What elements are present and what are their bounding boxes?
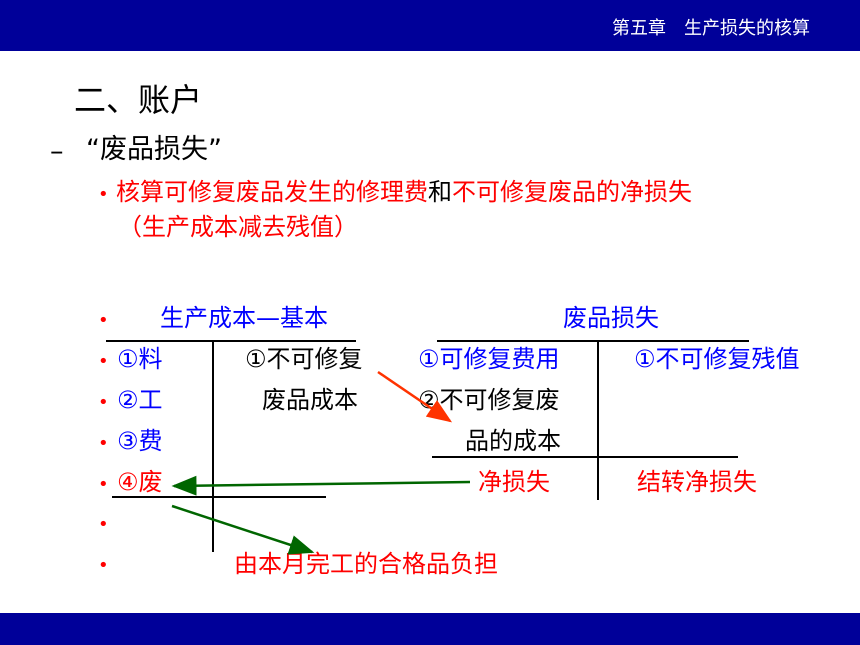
desc-part-net-loss: 不可修复废品的净损失 (452, 178, 692, 206)
t-account-right-mid-rule (432, 456, 738, 458)
debit-overhead: ③费 (117, 427, 163, 455)
net-loss-transfer-arrow (171, 475, 471, 496)
section-heading: 二、账户 (74, 81, 203, 119)
bullet: • (98, 392, 109, 413)
bullet: • (98, 474, 109, 495)
bullet: • (98, 433, 109, 454)
bullet: • (98, 514, 109, 535)
debit-scrap-loss: ④废 (117, 468, 163, 496)
right-credit-salvage: ①不可修复残值 (634, 345, 800, 373)
debit-material: ①料 (117, 345, 163, 373)
t-account-left-bottom-rule (112, 496, 326, 498)
right-debit-irreparable-line2: 品的成本 (465, 427, 561, 455)
net-loss-label: 净损失 (478, 468, 550, 496)
footer-bar (0, 613, 860, 645)
desc-part-and: 和 (428, 178, 452, 206)
dash-marker: – (50, 136, 64, 167)
bullet: • (98, 310, 109, 331)
credit-irreparable-line1: ①不可修复 (245, 345, 363, 373)
burden-note: 由本月完工的合格品负担 (234, 550, 498, 578)
t-account-left-title: 生产成本—基本 (160, 304, 328, 332)
transfer-net-loss-label: 结转净损失 (637, 468, 757, 496)
t-account-right-divider (597, 342, 599, 500)
t-account-right-top-rule (437, 340, 749, 342)
right-debit-repair-cost: ①可修复费用 (418, 345, 560, 373)
t-account-left-divider (212, 342, 214, 552)
transfer-cost-arrow (377, 370, 453, 423)
bullet: • (98, 351, 109, 372)
bullet: • (98, 555, 109, 576)
bullet: • (98, 184, 109, 205)
credit-irreparable-line2: 废品成本 (262, 386, 358, 414)
title-bar: 第五章 生产损失的核算 (0, 0, 860, 51)
burden-arrow (171, 504, 315, 555)
chapter-label: 第五章 生产损失的核算 (612, 18, 810, 39)
desc-part-repair-cost: 核算可修复废品发生的修理费 (116, 178, 428, 206)
t-account-left-top-rule (106, 340, 356, 342)
description-line: 核算可修复废品发生的修理费和不可修复废品的净损失 (116, 180, 692, 204)
debit-labor: ②工 (117, 386, 163, 414)
t-account-right-title: 废品损失 (563, 304, 659, 332)
description-note: （生产成本减去残值） (118, 213, 358, 241)
account-name: “废品损失” (86, 134, 222, 165)
